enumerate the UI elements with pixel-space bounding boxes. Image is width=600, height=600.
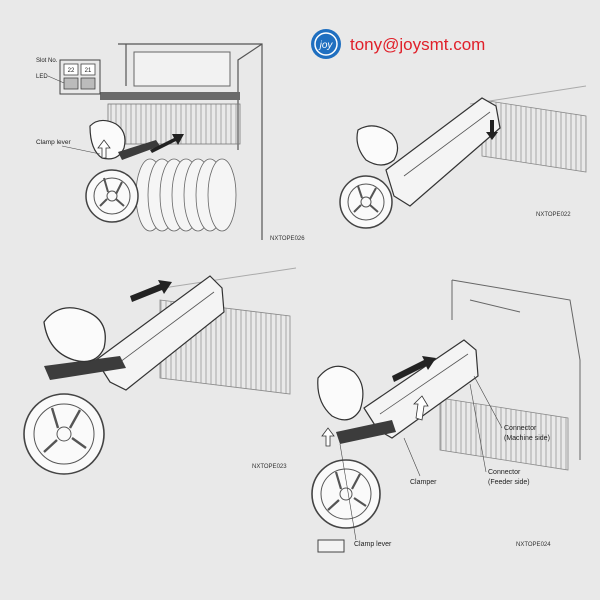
panel-1-code: NXTOPE026	[270, 236, 305, 242]
clamp-lever-label: Clamp lever	[354, 541, 392, 548]
push-arrow-icon	[392, 356, 436, 382]
logo-text: joy	[318, 40, 334, 51]
down-arrow-icon	[486, 120, 498, 140]
up-arrow-icon	[321, 427, 335, 447]
panel-1: 22 21 Slot No. LED Clamp lever	[36, 43, 305, 242]
email-text: tony@joysmt.com	[350, 35, 485, 54]
slot-led-box	[59, 59, 101, 95]
slot-b-label: 21	[85, 68, 92, 74]
feeder-body	[95, 275, 225, 391]
reel	[339, 175, 393, 229]
panel-3-code: NXTOPE023	[252, 464, 287, 470]
feeder-body	[385, 97, 501, 207]
panel-4-code: NXTOPE024	[516, 542, 551, 548]
hand	[89, 119, 126, 160]
panel-3: NXTOPE023	[23, 267, 297, 475]
reel	[311, 459, 381, 553]
machine-frame	[451, 279, 581, 460]
connector-feeder-label-1: Connector	[488, 469, 521, 476]
slot-no-label: Slot No.	[36, 58, 58, 64]
connector-machine-label-1: Connector	[504, 425, 537, 432]
push-arrow-icon	[130, 280, 172, 302]
panel-4: Connector (Machine side) Connector (Feed…	[311, 279, 581, 553]
front-reel	[85, 169, 139, 223]
slot-a-label: 22	[68, 68, 75, 74]
push-arrow-icon	[150, 134, 184, 153]
led-label: LED	[36, 74, 48, 80]
hand	[356, 125, 399, 166]
feeder-slots	[481, 99, 587, 173]
feeder-slots	[439, 397, 569, 471]
up-arrow-icon-2	[413, 395, 429, 421]
panel-2: NXTOPE022	[339, 85, 587, 229]
reel	[23, 393, 105, 475]
hand	[43, 307, 106, 363]
connector-feeder-label-2: (Feeder side)	[488, 479, 530, 486]
reel-stack	[135, 158, 237, 232]
hand	[317, 365, 364, 421]
connector-machine-label-2: (Machine side)	[504, 435, 550, 442]
watermark: joy tony@joysmt.com	[311, 29, 485, 59]
panel-2-code: NXTOPE022	[536, 212, 571, 218]
led-indicator	[63, 77, 79, 90]
clamp-lever-label: Clamp lever	[36, 139, 72, 146]
clamper-label: Clamper	[410, 479, 437, 486]
up-arrow-icon	[97, 139, 111, 159]
